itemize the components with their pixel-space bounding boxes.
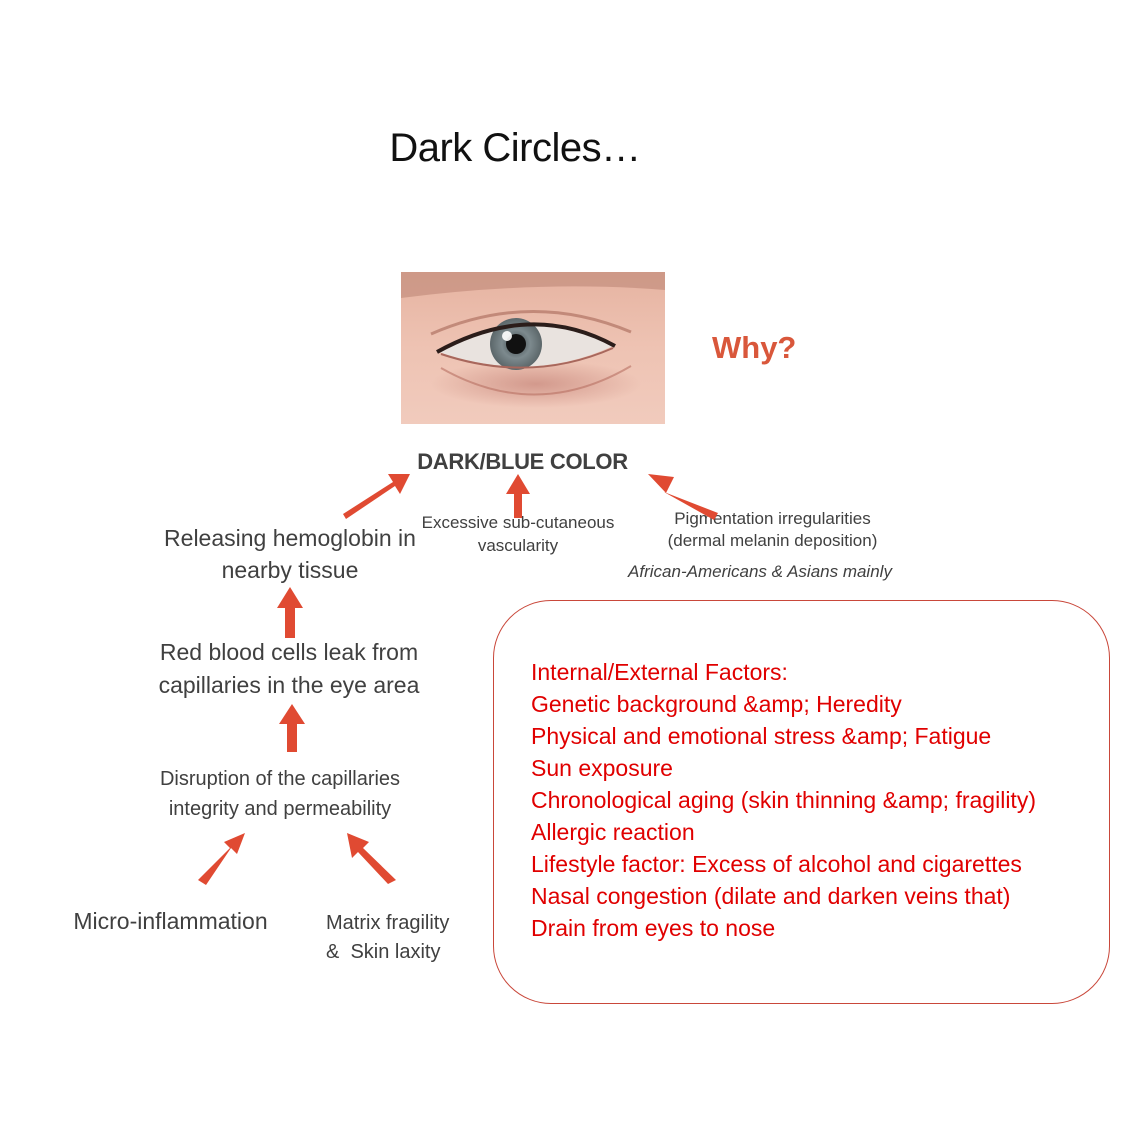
arrow-releasing-to-color: [343, 474, 410, 519]
factor-item: Allergic reaction: [531, 819, 695, 845]
factors-heading: Internal/External Factors:: [531, 659, 788, 685]
vascularity-line-1: Excessive sub-cutaneous: [421, 513, 615, 532]
releasing-hemoglobin-node: Releasing hemoglobin in nearby tissue: [140, 522, 440, 586]
matrix-line-2: & Skin laxity: [326, 941, 441, 963]
arrow-rbc-to-releasing: [277, 587, 303, 638]
dark-blue-color-label: DARK/BLUE COLOR: [417, 449, 628, 474]
factor-item: Drain from eyes to nose: [531, 915, 776, 941]
arrow-disruption-to-rbc: [279, 704, 305, 752]
pigmentation-note: African-Americans & Asians mainly: [628, 562, 892, 581]
disruption-line-2: integrity and permeability: [168, 798, 392, 820]
pigmentation-line-1: Pigmentation irregularities: [674, 509, 871, 528]
why-label: Why?: [712, 330, 797, 365]
arrow-matrix-to-disruption: [347, 833, 396, 884]
red-blood-cells-node: Red blood cells leak from capillaries in…: [130, 636, 448, 702]
eye-photo: [401, 272, 665, 424]
arrow-micro-to-disruption: [198, 833, 245, 885]
factor-item: Lifestyle factor: Excess of alcohol and …: [531, 851, 1022, 877]
rbc-line-1: Red blood cells leak from: [159, 639, 419, 665]
factors-box: [493, 600, 1110, 1004]
factor-item: Chronological aging (skin thinning &amp;…: [531, 787, 1036, 813]
pigmentation-cause: Pigmentation irregularities (dermal mela…: [640, 508, 905, 552]
releasing-line-1: Releasing hemoglobin in: [164, 525, 416, 551]
factor-item: Sun exposure: [531, 755, 673, 781]
factors-list: Internal/External Factors: Genetic backgr…: [531, 656, 1101, 944]
releasing-line-2: nearby tissue: [221, 557, 359, 583]
factor-item: Nasal congestion (dilate and darken vein…: [531, 883, 1011, 909]
matrix-line-1: Matrix fragility: [326, 912, 450, 934]
pigmentation-line-2: (dermal melanin deposition): [667, 531, 878, 550]
vascularity-line-2: vascularity: [477, 536, 559, 555]
vascularity-cause: Excessive sub-cutaneous vascularity: [405, 511, 631, 557]
capillary-disruption-node: Disruption of the capillaries integrity …: [130, 764, 430, 824]
disruption-line-1: Disruption of the capillaries: [159, 768, 401, 790]
matrix-fragility-node: Matrix fragility & Skin laxity: [326, 909, 496, 967]
micro-inflammation-node: Micro-inflammation: [73, 908, 268, 934]
factor-item: Genetic background &amp; Heredity: [531, 691, 902, 717]
rbc-line-2: capillaries in the eye area: [158, 672, 420, 698]
page-title: Dark Circles…: [389, 126, 641, 170]
factor-item: Physical and emotional stress &amp; Fati…: [531, 723, 992, 749]
